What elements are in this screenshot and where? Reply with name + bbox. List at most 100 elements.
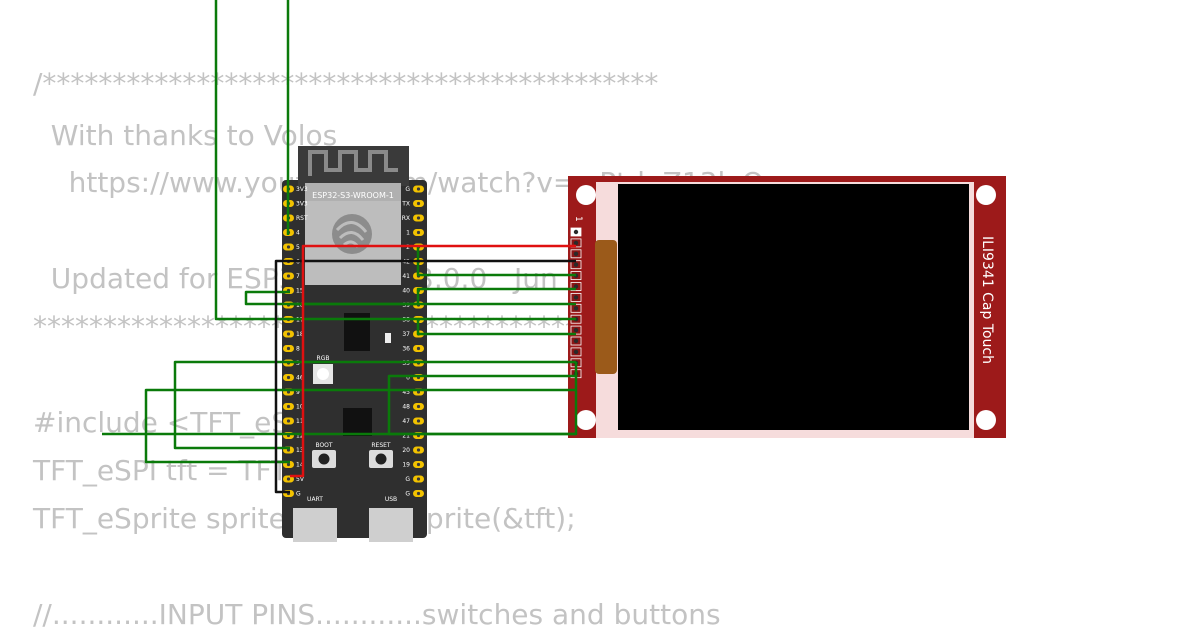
pin-label: 4: [296, 230, 300, 237]
pin-G[interactable]: G: [405, 475, 424, 484]
pin-11[interactable]: 11: [283, 417, 304, 426]
wire-green-loop-c: [144, 388, 576, 464]
pin-label: 41: [402, 273, 410, 280]
uart-usb-port[interactable]: [293, 508, 337, 542]
pin-label: 16: [296, 302, 304, 309]
reset-label: RESET: [371, 442, 391, 449]
pin-label: 3: [296, 360, 300, 367]
pin-36[interactable]: 36: [402, 345, 424, 353]
pin-3V3[interactable]: 3V3: [283, 200, 308, 208]
pin-8[interactable]: 8: [283, 345, 300, 353]
code-line: /***************************************…: [33, 67, 659, 100]
pin-label: 47: [402, 418, 410, 425]
pin-RST[interactable]: RST: [283, 214, 308, 223]
pin-label: 48: [402, 404, 410, 411]
pin-RX[interactable]: RX: [402, 214, 424, 223]
reset-button[interactable]: [369, 450, 393, 468]
pin-label: 3V3: [296, 186, 308, 193]
pin-label: 18: [296, 331, 304, 338]
pin-label: RST: [296, 215, 308, 222]
pin-label: RX: [402, 215, 410, 222]
wire-green-39: [416, 319, 576, 336]
pin-label: 40: [402, 288, 410, 295]
usb-label: USB: [385, 496, 397, 503]
pin-5[interactable]: 5: [283, 243, 300, 252]
rgb-label: RGB: [317, 355, 330, 362]
usb-port[interactable]: [369, 508, 413, 542]
pin-label: 12: [296, 433, 304, 440]
pin-label: 8: [296, 346, 300, 353]
pin-label: G: [296, 491, 301, 498]
uart-label: UART: [307, 496, 323, 503]
wires: [102, 0, 578, 494]
pin-label: 20: [402, 447, 410, 454]
pin-3V3[interactable]: 3V3: [283, 185, 308, 194]
pin-G[interactable]: G: [405, 490, 424, 498]
pin-label: 45: [402, 389, 410, 396]
pin-label: 3V3: [296, 201, 308, 208]
display-pin[interactable]: [570, 282, 582, 291]
pin-1[interactable]: 1: [406, 229, 424, 237]
display-pin[interactable]: [570, 347, 582, 357]
display-pin[interactable]: [570, 249, 582, 259]
display-pin[interactable]: [570, 227, 582, 237]
pin-46[interactable]: 46: [283, 374, 304, 382]
pin-label: 2: [406, 244, 410, 251]
wire-green-touch: [102, 362, 578, 436]
pin-label: 37: [402, 331, 410, 338]
pin-48[interactable]: 48: [402, 403, 424, 411]
pin-10[interactable]: 10: [283, 403, 304, 411]
pin-label: G: [405, 186, 410, 193]
pin-label: 21: [402, 433, 410, 440]
lcd-screen: [618, 184, 969, 430]
pin-label: 10: [296, 404, 304, 411]
boot-label: BOOT: [315, 442, 332, 449]
usb-uart-chip: [343, 408, 372, 436]
display-label: ILI9341 Cap Touch: [979, 236, 995, 364]
pin-label: 15: [296, 288, 304, 295]
ili9341-display[interactable]: 1 ILI9341 Cap Touch: [568, 176, 1006, 438]
pin-label: 35: [402, 360, 410, 367]
mount-hole: [976, 410, 996, 430]
pin-label: 5: [296, 244, 300, 251]
wire-black-gnd: [274, 259, 576, 494]
pin-TX[interactable]: TX: [401, 200, 424, 208]
fpc-ribbon: [595, 240, 617, 374]
boot-button[interactable]: [312, 450, 336, 468]
pin-4[interactable]: 4: [283, 229, 300, 237]
pin-label: 46: [296, 375, 304, 382]
wire-green-loop-a: [173, 360, 576, 450]
pin-label: TX: [401, 201, 410, 208]
module-label: ESP32-S3-WROOM-1: [312, 191, 394, 200]
pin-label: 5V: [296, 476, 305, 483]
pin-label: 11: [296, 418, 304, 425]
mount-hole: [976, 185, 996, 205]
mount-hole: [576, 410, 596, 430]
display-pin[interactable]: [570, 336, 582, 346]
pin1-marker: 1: [573, 216, 583, 222]
mount-hole: [576, 185, 596, 205]
pin-20[interactable]: 20: [402, 446, 424, 455]
display-pin[interactable]: [570, 292, 582, 302]
espressif-logo-icon: [332, 214, 372, 254]
pin-label: 13: [296, 447, 304, 454]
pin-18[interactable]: 18: [283, 330, 304, 339]
pin-label: 19: [402, 462, 410, 469]
pin-label: 1: [406, 230, 410, 237]
pin-G[interactable]: G: [405, 185, 424, 194]
pin-19[interactable]: 19: [402, 461, 424, 469]
pin-label: 14: [296, 462, 304, 469]
pin-label: 39: [402, 302, 410, 309]
wire-green-top-b: [214, 0, 418, 321]
pin-label: G: [405, 491, 410, 498]
wire-green-2: [416, 246, 576, 277]
pin-7[interactable]: 7: [283, 272, 300, 281]
pin-label: 7: [296, 273, 300, 280]
antenna-trace-icon: [308, 150, 398, 176]
display-pin[interactable]: [570, 303, 582, 313]
esp32-s3-board[interactable]: ESP32-S3-WROOM-1 RGB BOOT RESET UART USB: [282, 146, 427, 542]
pin-47[interactable]: 47: [402, 417, 424, 426]
code-line: //............INPUT PINS............swit…: [33, 598, 721, 631]
pin-label: 0: [406, 375, 410, 382]
smd-component: [385, 333, 391, 343]
